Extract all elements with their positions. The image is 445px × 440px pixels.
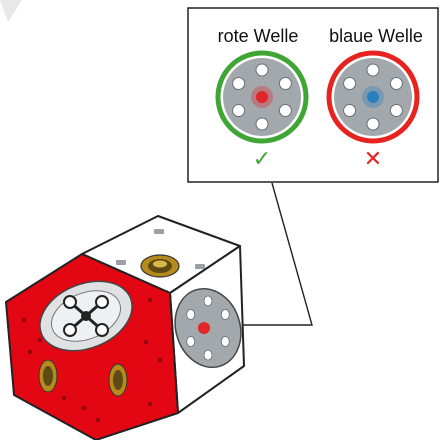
mounting-hole (255, 63, 269, 77)
mounting-hole (255, 117, 269, 131)
robot-cube-module (5, 215, 245, 440)
mounting-hole (186, 309, 196, 320)
option-label-red-shaft: rote Welle (218, 26, 299, 46)
mounting-hole (278, 77, 292, 90)
mounting-hole (232, 104, 246, 117)
mounting-hole (343, 77, 357, 90)
mounting-hole (366, 117, 380, 131)
mounting-hole (203, 349, 213, 361)
mounting-hole (186, 336, 196, 347)
option-red-shaft: rote Welle ✓ (215, 26, 309, 172)
mounting-hole (220, 336, 230, 347)
screw-dots (21, 297, 163, 423)
left-face-hub-icon (39, 280, 133, 352)
red-shaft-hub-icon (215, 50, 309, 144)
option-label-blue-shaft: blaue Welle (329, 26, 423, 46)
right-face-connector-icon (108, 363, 128, 397)
mounting-hole (203, 295, 213, 307)
callout-box: rote Welle ✓ blaue Welle ✕ (187, 7, 439, 183)
mounting-hole (278, 104, 292, 117)
mounting-hole (389, 77, 403, 90)
option-blue-shaft: blaue Welle ✕ (326, 26, 423, 172)
cross-icon: ✕ (364, 147, 382, 172)
check-icon: ✓ (253, 147, 271, 172)
right-face-hub-icon (174, 287, 242, 369)
mounting-hole (389, 104, 403, 117)
mounting-hole (366, 63, 380, 77)
mounting-hole (343, 104, 357, 117)
mounting-hole (220, 309, 230, 320)
decorative-corner-shape (0, 0, 22, 22)
left-face-connector-icon (38, 359, 58, 393)
mounting-hole (232, 77, 246, 90)
blue-shaft-hub-icon (326, 50, 420, 144)
